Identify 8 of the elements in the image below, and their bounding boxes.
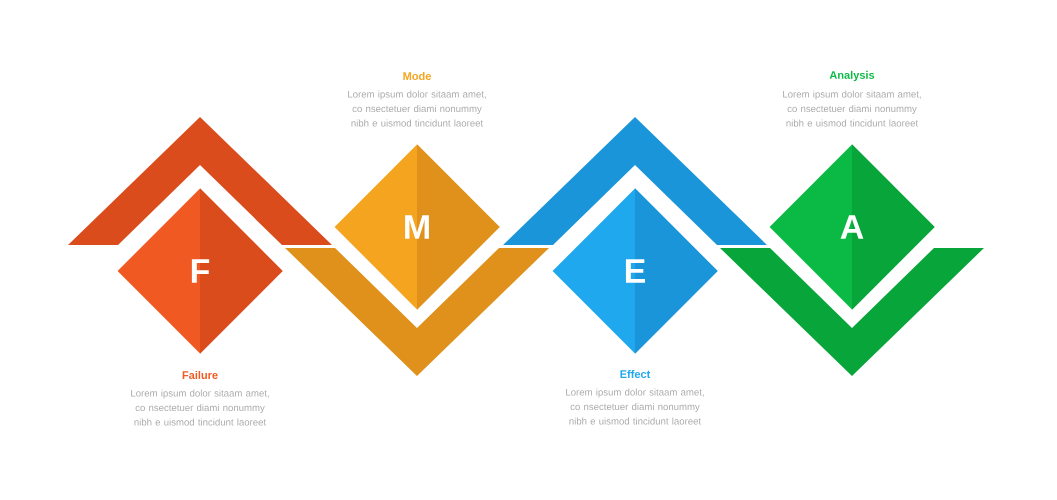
description: Lorem ipsum dolor sitaam amet, co nsectetuer diami nonummy nibh e uismod tincidunt laoreet	[131, 389, 269, 426]
heading: Analysis	[829, 70, 875, 82]
heading: Effect	[620, 369, 651, 379]
heading: Mode	[403, 71, 431, 81]
description: Lorem ipsum dolor sitaam amet, co nsectetuer diami nonummy nibh e uismod tincidunt laoreet	[783, 90, 921, 127]
description: Lorem ipsum dolor sitaam amet, co nsectetuer diami nonummy nibh e uismod tincidunt laoreet	[348, 90, 486, 127]
heading: Failure	[182, 370, 218, 380]
description: Lorem ipsum dolor sitaam amet, co nsectetuer diami nonummy nibh e uismod tincidunt laoreet	[566, 388, 704, 425]
